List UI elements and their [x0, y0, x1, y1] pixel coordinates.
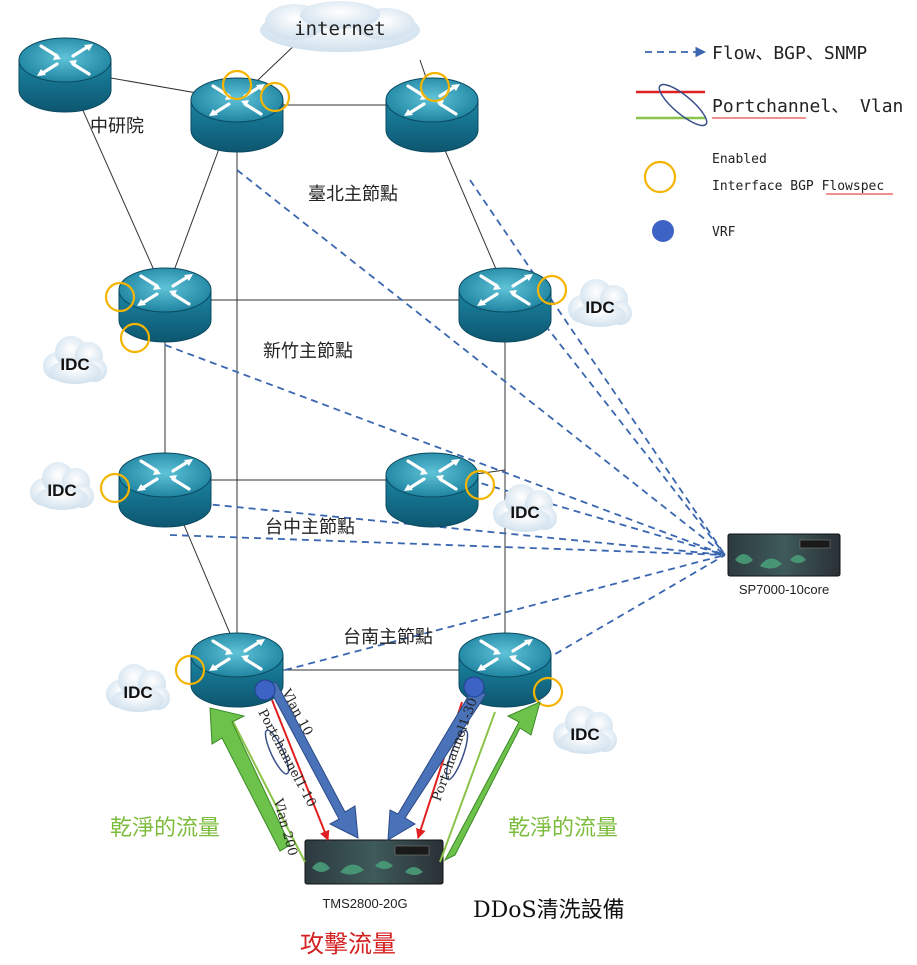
bgp-flowspec-rings	[99, 69, 568, 708]
ddos-device-label: DDoS清洗設備	[473, 898, 625, 923]
attack-traffic-arrows	[260, 681, 487, 841]
clean-traffic-right-label: 乾淨的流量	[508, 816, 618, 841]
router-hsinchu-right	[457, 266, 553, 344]
label-hsinchu-node: 新竹主節點	[263, 341, 353, 362]
idc-cloud-hsinchu-left: IDC	[43, 336, 107, 384]
idc-cloud-tainan-left: IDC	[106, 664, 170, 712]
idc-label: IDC	[47, 481, 76, 500]
idc-cloud-tainan-right: IDC	[553, 706, 617, 754]
label-academia-sinica: 中研院	[90, 116, 144, 137]
vrf-dots	[254, 676, 485, 701]
router-taipei-right	[384, 76, 480, 154]
internet-cloud: internet	[260, 1, 420, 52]
legend-vrf-label: VRF	[712, 225, 736, 240]
router-taichung-left	[117, 451, 213, 529]
idc-label: IDC	[510, 503, 539, 522]
legend-vrf-dot	[652, 220, 674, 242]
idc-cloud-hsinchu-right: IDC	[568, 279, 632, 327]
router-taichung-right	[384, 451, 480, 529]
idc-cloud-taichung-right: IDC	[493, 484, 557, 532]
router-taipei-left	[189, 76, 285, 154]
vlan-ellipses	[264, 729, 469, 781]
sp7000-device: SP7000-10core	[727, 533, 841, 597]
legend-flow-label: Flow、BGP、SNMP	[712, 43, 867, 64]
tms2800-label: TMS2800-20G	[322, 896, 407, 911]
idc-label: IDC	[60, 355, 89, 374]
flow-links	[164, 169, 726, 671]
label-tainan-node: 台南主節點	[343, 627, 433, 648]
router-academia-sinica	[17, 36, 113, 114]
clean-traffic-left-label: 乾淨的流量	[110, 816, 220, 841]
label-taipei-node: 臺北主節點	[308, 184, 398, 205]
legend-enabled-line1: Enabled	[712, 152, 767, 167]
legend: Flow、BGP、SNMP Portchannel、 Vlan Enabled …	[636, 43, 903, 242]
tms2800-device: TMS2800-20G	[304, 839, 444, 911]
label-taichung-node: 台中主節點	[265, 517, 355, 538]
idc-cloud-taichung-left: IDC	[30, 462, 94, 510]
clean-traffic-arrows	[209, 701, 541, 862]
attack-traffic-label: 攻擊流量	[300, 930, 396, 958]
legend-enabled-line2: Interface BGP Flowspec	[712, 179, 884, 194]
internet-label: internet	[294, 18, 386, 40]
legend-enabled-ring	[643, 160, 677, 194]
idc-label: IDC	[123, 683, 152, 702]
idc-label: IDC	[585, 298, 614, 317]
legend-portchannel-icon	[636, 83, 708, 127]
legend-portchannel-label: Portchannel、 Vlan	[712, 96, 903, 117]
idc-label: IDC	[570, 725, 599, 744]
sp7000-label: SP7000-10core	[739, 582, 829, 597]
vlan-lines	[227, 711, 496, 863]
